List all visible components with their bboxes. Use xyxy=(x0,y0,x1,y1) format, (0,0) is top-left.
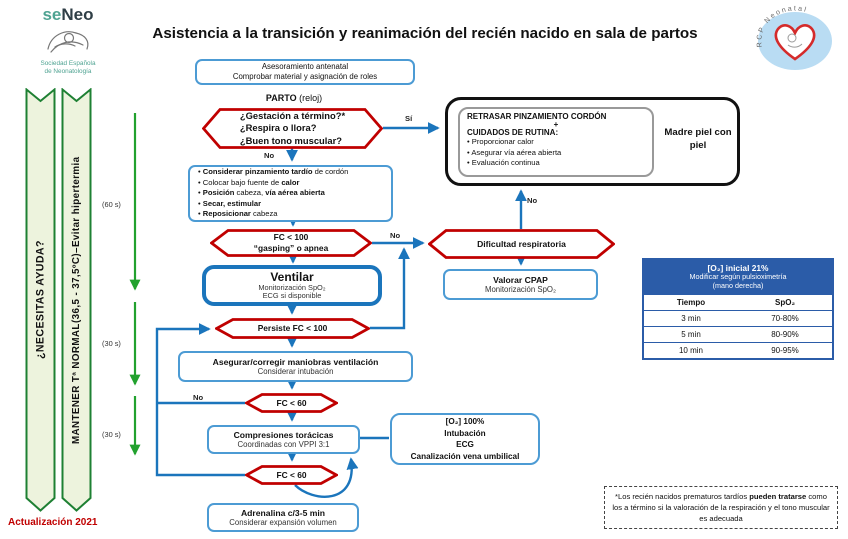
box-cuidados-rutina: RETRASAR PINZAMIENTO CORDÓN + CUIDADOS D… xyxy=(445,97,740,186)
box-cuidados-rutina-inner: RETRASAR PINZAMIENTO CORDÓN + CUIDADOS D… xyxy=(458,107,654,177)
parto-label: PARTO (reloj) xyxy=(265,93,323,103)
decision-fc60-2: FC < 60 xyxy=(245,465,338,485)
table-row: 3 min 70-80% xyxy=(644,310,832,326)
box-asesoramiento-antenatal: Asesoramiento antenatal Comprobar materi… xyxy=(195,59,415,85)
ribbon-necesitas-ayuda: ¿NECESITAS AYUDA? xyxy=(25,87,56,512)
madre-piel-con-piel-label: Madre piel con piel xyxy=(664,127,732,151)
seneo-logo: seNeo Sociedad Española de Neonatología xyxy=(22,5,114,75)
box-adrenalina: Adrenalina c/3-5 min Considerar expansió… xyxy=(207,503,359,532)
label-no-2: No xyxy=(390,231,401,240)
decision-fc60-1: FC < 60 xyxy=(245,393,338,413)
label-no-4: No xyxy=(193,393,204,402)
timeline-30s-label-2: (30 s) xyxy=(102,430,121,439)
table-row: 10 min 90-95% xyxy=(644,342,832,358)
box-ventilar: Ventilar Monitorización SpO₂ ECG si disp… xyxy=(202,265,382,306)
box-compresiones-toracicas: Compresiones torácicas Coordinadas con V… xyxy=(207,425,360,454)
box-asegurar-ventilacion: Asegurar/corregir maniobras ventilación … xyxy=(178,351,413,382)
hands-baby-sketch-icon xyxy=(47,31,89,53)
table-row: 5 min 80-90% xyxy=(644,326,832,342)
spo2-column-headers: Tiempo SpO₂ xyxy=(644,294,832,310)
decision-gestacion-termino: ¿Gestación a término?*¿Respira o llora?¿… xyxy=(202,108,383,149)
update-year-label: Actualización 2021 xyxy=(8,517,98,528)
decision-fc100-gasping: FC < 100“gasping” o apnea xyxy=(210,229,372,257)
label-no-3: No xyxy=(527,196,538,205)
heart-icon xyxy=(774,24,816,61)
footnote-prematuros: *Los recién nacidos prematuros tardíos p… xyxy=(604,486,838,529)
box-valorar-cpap: Valorar CPAP Monitorización SpO₂ xyxy=(443,269,598,300)
spo2-table-header: [O₂] inicial 21% Modificar según pulsiox… xyxy=(644,260,832,294)
spo2-target-table: [O₂] inicial 21% Modificar según pulsiox… xyxy=(642,258,834,360)
decision-dificultad-respiratoria: Dificultad respiratoria xyxy=(428,229,615,259)
timeline-60s-label: (60 s) xyxy=(102,200,121,209)
ribbon-text: MANTENER Tª NORMAL (36,5 - 37,5ºC) – Evi… xyxy=(71,156,82,444)
page-title: Asistencia a la transición y reanimación… xyxy=(152,25,698,42)
rcp-neonatal-badge: RCP Neonatal xyxy=(750,3,840,80)
box-consideraciones-iniciales: Considerar pinzamiento tardío de cordónC… xyxy=(188,165,393,222)
ribbon-mantener-temperatura: MANTENER Tª NORMAL (36,5 - 37,5ºC) – Evi… xyxy=(61,87,92,512)
seneo-subtitle: Sociedad Española de Neonatología xyxy=(40,60,96,75)
timeline-30s-label-1: (30 s) xyxy=(102,339,121,348)
label-no-1: No xyxy=(264,151,275,160)
decision-persiste-fc100: Persiste FC < 100 xyxy=(215,318,370,339)
ribbon-text: ¿NECESITAS AYUDA? xyxy=(34,240,47,360)
seneo-wordmark: seNeo xyxy=(42,5,94,24)
label-si: Sí xyxy=(405,114,413,123)
